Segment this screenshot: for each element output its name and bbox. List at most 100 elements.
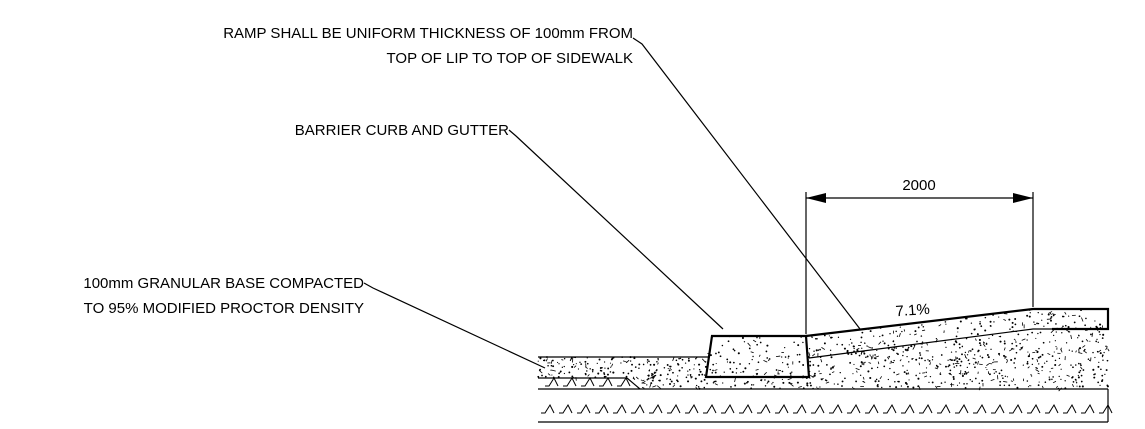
hatch-dot xyxy=(905,382,907,385)
hatch-dot xyxy=(1078,315,1081,318)
hatch-dot xyxy=(1065,342,1068,344)
hatch-tick xyxy=(635,376,639,380)
hatch-dot xyxy=(1042,341,1045,344)
hatch-dot xyxy=(867,370,870,373)
hatch-dot xyxy=(918,357,921,359)
hatch-dot xyxy=(869,330,872,333)
hatch-dot xyxy=(1052,376,1054,378)
hatch-dot xyxy=(791,371,793,373)
hatch-dot xyxy=(1099,352,1102,355)
hatch-dot xyxy=(963,383,965,385)
hatch-dot xyxy=(849,361,852,364)
hatch-dot xyxy=(998,372,1001,375)
hatch-dot xyxy=(980,325,983,328)
hatch-dot xyxy=(945,346,947,348)
hatch-dot xyxy=(945,323,947,325)
hatch-dot xyxy=(971,348,974,351)
hatch-tick xyxy=(1003,381,1008,383)
hatch-dot xyxy=(768,358,771,360)
hatch-dot xyxy=(890,360,892,363)
earth-symbol xyxy=(631,403,645,414)
earth-symbol xyxy=(919,403,933,414)
hatch-dot xyxy=(663,366,666,369)
earth-symbol xyxy=(613,403,627,414)
hatch-dot xyxy=(833,383,835,385)
hatch-dot xyxy=(627,372,630,375)
hatch-dot xyxy=(1037,311,1039,314)
hatch-dot xyxy=(979,321,981,323)
hatch-dot xyxy=(853,347,855,350)
hatch-dot xyxy=(756,336,758,339)
hatch-dot xyxy=(953,343,956,346)
hatch-dot xyxy=(858,354,861,357)
hatch-tick xyxy=(1013,338,1017,341)
hatch-dot xyxy=(863,352,866,355)
hatch-dot xyxy=(726,358,729,361)
hatch-dot xyxy=(1041,365,1044,368)
hatch-dot xyxy=(673,383,675,385)
earth-symbol xyxy=(577,403,591,414)
hatch-dot xyxy=(983,342,986,344)
hatch-dot xyxy=(812,364,815,366)
hatch-dot xyxy=(948,364,951,367)
hatch-dot xyxy=(1011,321,1014,324)
hatch-dot xyxy=(603,372,605,374)
hatch-dot xyxy=(1031,363,1034,366)
hatch-dot xyxy=(609,371,612,373)
hatch-dot xyxy=(893,343,896,346)
dim-arrow-left xyxy=(806,193,826,203)
hatch-tick xyxy=(1056,385,1058,389)
hatch-tick xyxy=(832,365,836,368)
hatch-dot xyxy=(958,343,961,346)
hatch-tick xyxy=(825,381,830,384)
hatch-dot xyxy=(1014,357,1016,360)
hatch-dot xyxy=(597,372,600,375)
hatch-dot xyxy=(1061,315,1064,318)
hatch-dot xyxy=(999,335,1002,338)
hatch-dot xyxy=(1008,318,1011,321)
earth-symbol xyxy=(541,403,555,414)
hatch-tick xyxy=(1003,347,1006,351)
hatch-tick xyxy=(979,363,983,366)
earth-symbol xyxy=(595,403,609,414)
hatch-dot xyxy=(1093,376,1096,379)
hatch-tick xyxy=(968,349,970,353)
earth-symbol xyxy=(559,403,573,414)
hatch-dot xyxy=(818,370,820,372)
hatch-dot xyxy=(823,334,826,337)
hatch-dot xyxy=(955,341,958,344)
hatch-dot xyxy=(654,374,656,377)
hatch-dot xyxy=(1011,342,1014,345)
hatch-dot xyxy=(1026,361,1029,363)
earth-symbol xyxy=(1009,403,1023,414)
hatch-dot xyxy=(1037,332,1039,335)
hatch-dot xyxy=(551,359,554,362)
hatch-dot xyxy=(1029,312,1031,314)
hatch-dot xyxy=(823,342,826,345)
hatch-tick xyxy=(1037,372,1040,375)
hatch-dot xyxy=(701,373,704,376)
hatch-dot xyxy=(596,362,598,365)
hatch-dot xyxy=(964,370,967,373)
hatch-dot xyxy=(563,357,566,360)
hatch-dot xyxy=(544,375,547,378)
hatch-dot xyxy=(806,384,809,387)
hatch-tick xyxy=(714,369,718,371)
hatch-tick xyxy=(1027,366,1030,369)
hatch-dot xyxy=(860,361,863,364)
hatch-dot xyxy=(1075,380,1077,382)
hatch-dot xyxy=(815,349,818,352)
hatch-dot xyxy=(1041,370,1043,372)
hatch-dot xyxy=(985,366,987,369)
hatch-dot xyxy=(1048,378,1051,381)
hatch-dot xyxy=(1031,331,1034,334)
hatch-dot xyxy=(944,321,947,323)
hatch-dot xyxy=(1019,342,1021,345)
hatch-dot xyxy=(925,367,928,369)
hatch-tick xyxy=(808,352,811,357)
hatch-dot xyxy=(642,363,645,366)
hatch-dot xyxy=(669,365,672,368)
earth-symbol xyxy=(757,403,771,414)
hatch-tick xyxy=(646,361,649,364)
hatch-dot xyxy=(751,358,753,361)
